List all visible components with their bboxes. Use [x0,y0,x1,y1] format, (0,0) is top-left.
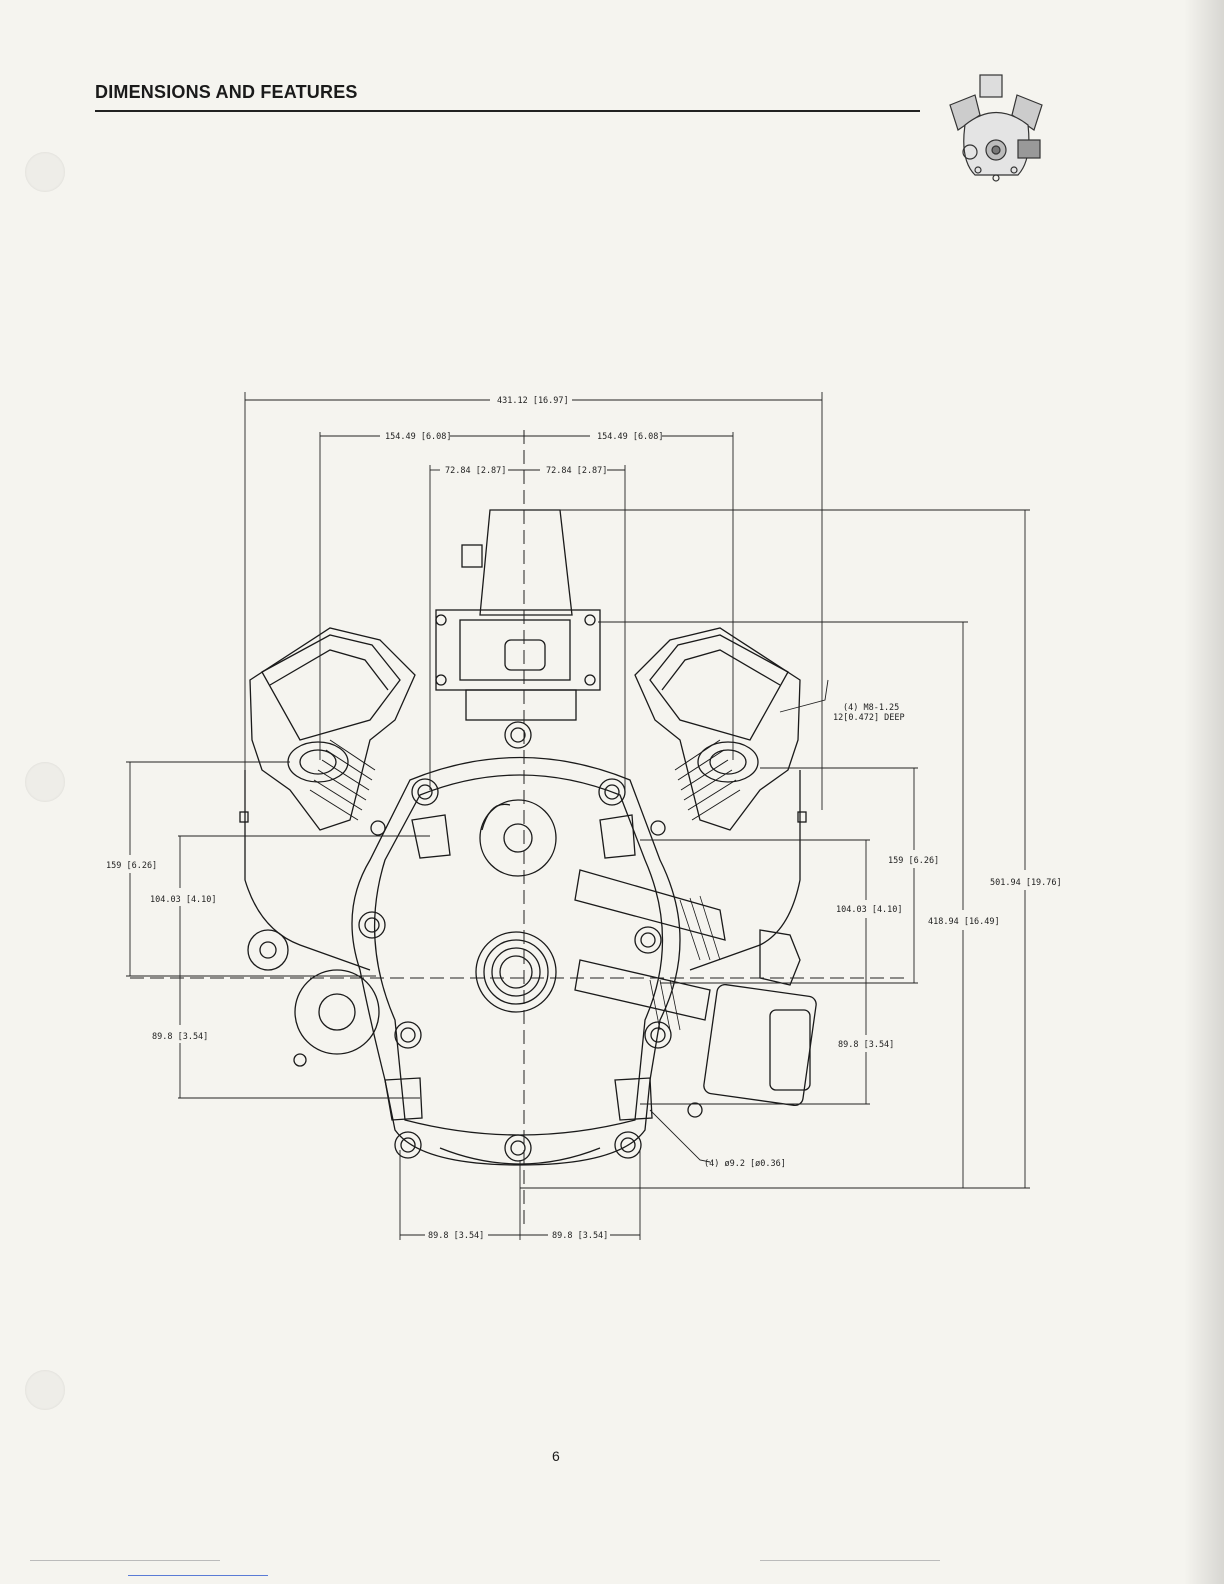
dim-right-height-upper: 159 [6.26] [888,856,939,866]
thread-note-line2: 12[0.472] DEEP [833,713,905,723]
dim-overall-width: 431.12 [16.97] [497,396,569,406]
dim-left-height-lower: 89.8 [3.54] [152,1032,208,1042]
dim-bottom-right: 89.8 [3.54] [552,1231,608,1241]
dim-mount-height: 418.94 [16.49] [928,917,1000,927]
dim-left-half-width: 154.49 [6.08] [385,432,452,442]
dimension-lines [126,392,1030,1240]
page-number: 6 [552,1448,560,1464]
footer-line-left [30,1560,220,1561]
thread-note-line1: (4) M8-1.25 [843,703,899,713]
footer-line-link [128,1575,268,1576]
dim-bottom-left: 89.8 [3.54] [428,1231,484,1241]
dim-left-height-upper: 159 [6.26] [106,861,157,871]
centerlines [130,430,905,1230]
dim-right-carb: 72.84 [2.87] [546,466,607,476]
dim-right-half-width: 154.49 [6.08] [597,432,664,442]
engine-outline [240,510,817,1165]
dim-right-height-mid: 104.03 [4.10] [836,905,903,915]
dim-overall-height: 501.94 [19.76] [990,878,1062,888]
dim-right-height-lower: 89.8 [3.54] [838,1040,894,1050]
hole-note: (4) ø9.2 [ø0.36] [704,1159,786,1169]
dimension-labels: 431.12 [16.97] 154.49 [6.08] 154.49 [6.0… [106,396,1062,1241]
dim-left-height-mid: 104.03 [4.10] [150,895,217,905]
footer-line-right [760,1560,940,1561]
dim-left-carb: 72.84 [2.87] [445,466,506,476]
